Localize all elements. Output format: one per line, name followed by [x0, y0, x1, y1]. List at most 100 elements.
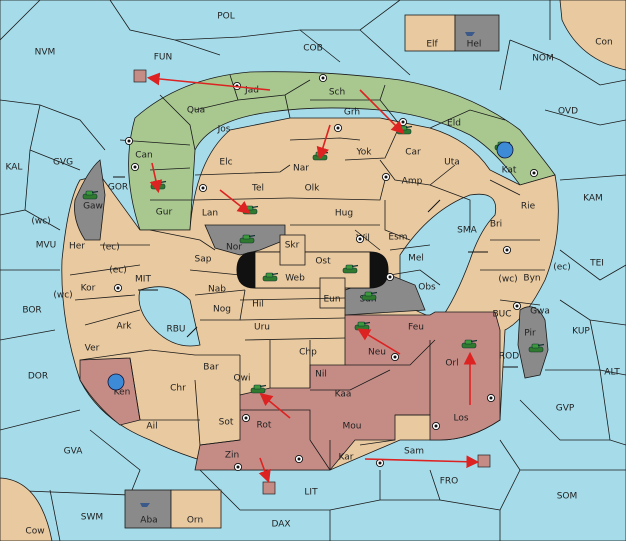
label-kup: KUP	[572, 327, 590, 337]
label-fun: FUN	[154, 53, 173, 63]
label-kar: Kar	[339, 453, 354, 463]
label-obs: Obs	[418, 283, 436, 293]
province-hel[interactable]	[454, 14, 500, 52]
label-dor: DOR	[28, 372, 48, 382]
label-kal: KAL	[6, 163, 23, 173]
label-nar: Nar	[293, 164, 309, 174]
label-nog: Nog	[213, 305, 231, 315]
label-skr: Skr	[285, 241, 300, 251]
label-eun: Eun	[323, 295, 340, 305]
supply-center-icon	[398, 117, 408, 127]
region-north-green	[128, 71, 556, 231]
supply-center-icon	[113, 283, 123, 293]
label-wc3: (wc)	[498, 275, 517, 285]
label-bar: Bar	[203, 363, 219, 373]
label-mvu: MVU	[36, 241, 57, 251]
label-web: Web	[285, 274, 305, 284]
label-ec3: (ec)	[553, 263, 571, 273]
label-esm: Esm	[388, 233, 407, 243]
province-pir[interactable]	[517, 306, 549, 379]
label-kat: Kat	[502, 166, 517, 176]
label-bor: BOR	[22, 306, 41, 316]
label-qwi: Qwi	[234, 374, 251, 384]
label-rie: Rie	[521, 202, 536, 212]
label-sot: Sot	[219, 418, 234, 428]
label-uru: Uru	[254, 323, 270, 333]
province-elf[interactable]	[404, 14, 456, 52]
supply-center-icon	[529, 168, 539, 178]
supply-center-icon	[502, 245, 512, 255]
label-can: Can	[135, 151, 153, 161]
label-lit: LIT	[304, 488, 318, 498]
label-cob: COB	[303, 44, 323, 54]
label-gva: GVA	[64, 447, 84, 457]
label-los: Los	[453, 414, 468, 424]
passage-arrows	[113, 176, 518, 368]
label-aba: Aba	[140, 516, 157, 526]
supply-center-icon	[512, 301, 522, 311]
label-wc2: (wc)	[53, 291, 72, 301]
province-ken[interactable]	[79, 357, 141, 426]
label-neu: Neu	[368, 348, 386, 358]
label-ec1: (ec)	[102, 243, 120, 253]
supply-center-icon	[385, 272, 395, 282]
label-gvg: GVG	[53, 158, 73, 168]
label-fro: FRO	[440, 477, 459, 487]
inner-bay	[138, 286, 201, 347]
supply-center-icon	[375, 458, 385, 468]
label-kam: KAM	[583, 194, 603, 204]
home-center-icon	[107, 141, 514, 391]
supply-center-icon	[130, 162, 140, 172]
supply-center-icon	[318, 73, 328, 83]
label-byn: Byn	[523, 274, 540, 284]
label-ovd: OVD	[558, 107, 578, 117]
supply-center-icon	[355, 234, 365, 244]
label-hil: Hil	[252, 300, 264, 310]
label-mou: Mou	[343, 422, 362, 432]
supply-center-icon	[198, 183, 208, 193]
label-ark: Ark	[116, 322, 132, 332]
fleet-icon	[133, 32, 491, 507]
label-sam: Sam	[404, 447, 424, 457]
label-tel: Tel	[251, 184, 264, 194]
province-aba[interactable]	[124, 489, 172, 529]
label-ec2: (ec)	[109, 266, 127, 276]
label-buc: BUC	[492, 310, 511, 320]
label-gaw: Gaw	[83, 202, 103, 212]
province-orn[interactable]	[170, 489, 222, 529]
label-rot: Rot	[257, 421, 272, 431]
label-yok: Yok	[355, 148, 372, 158]
supply-center-icon	[390, 352, 400, 362]
label-feu: Feu	[408, 323, 424, 333]
province-eun[interactable]	[319, 277, 346, 309]
label-pol: POL	[217, 12, 235, 22]
label-som: SOM	[557, 492, 578, 502]
label-bri: Bri	[490, 220, 502, 230]
label-nor: Nor	[226, 243, 242, 253]
supply-center-icon	[124, 136, 134, 146]
label-gur: Gur	[156, 208, 173, 218]
label-gor: GOR	[108, 183, 128, 193]
supply-center-icon	[381, 172, 391, 182]
label-hug: Hug	[335, 209, 353, 219]
label-dax: DAX	[271, 520, 290, 530]
supply-center-icon	[241, 413, 251, 423]
label-her: Her	[69, 242, 85, 252]
label-nil: Nil	[315, 370, 327, 380]
label-eld: Eld	[447, 119, 461, 129]
label-kaa: Kaa	[335, 390, 352, 400]
supply-center-icon	[431, 421, 441, 431]
supply-center-icon	[233, 462, 243, 472]
label-tei: TEI	[589, 259, 604, 269]
label-qua: Qua	[187, 106, 205, 116]
move-arrow-icon	[146, 72, 480, 484]
label-orl: Orl	[445, 359, 458, 369]
label-uta: Uta	[444, 158, 460, 168]
label-ost: Ost	[315, 257, 331, 267]
label-olk: Olk	[305, 184, 321, 194]
label-gvp: GVP	[556, 404, 575, 414]
label-chr: Chr	[170, 384, 186, 394]
label-nvm: NVM	[35, 48, 56, 58]
province-gaw[interactable]	[74, 159, 106, 241]
label-nab: Nab	[208, 285, 226, 295]
